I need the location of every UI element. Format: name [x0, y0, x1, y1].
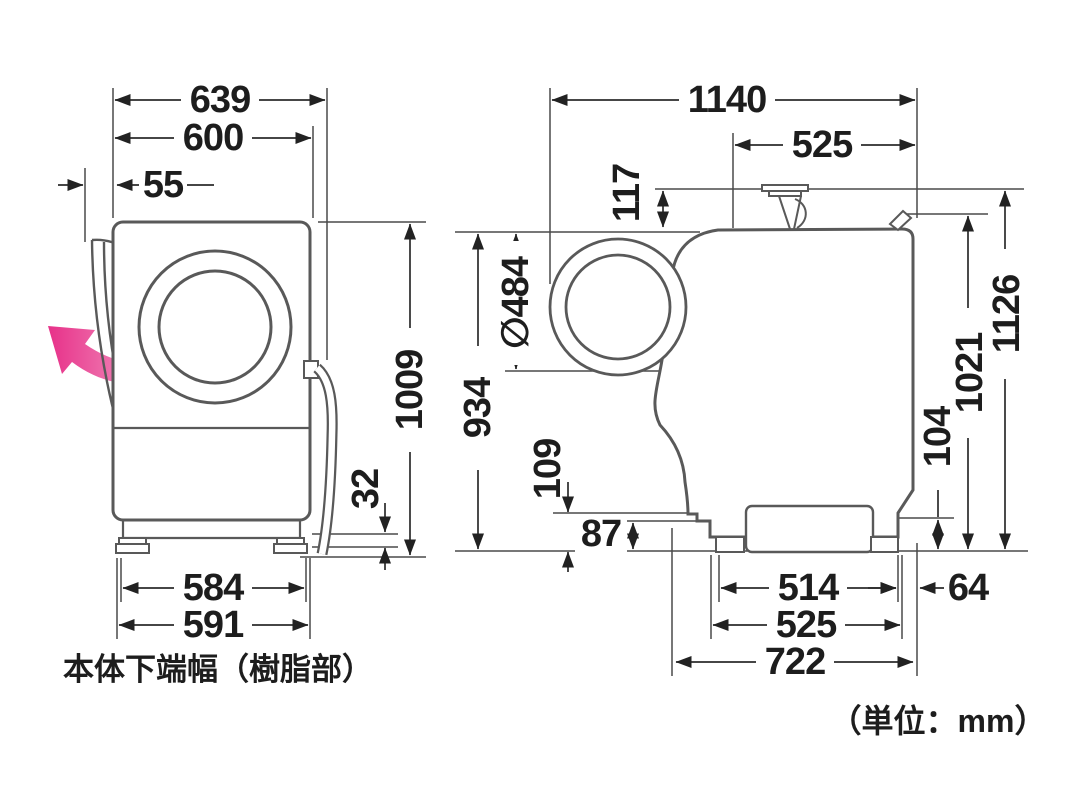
- units-note: （単位：mm）: [830, 703, 1047, 739]
- side-view: [548, 184, 915, 554]
- front-bottom-caption: 本体下端幅（樹脂部）: [63, 652, 373, 687]
- dim-side-top-depth: 525: [792, 124, 853, 166]
- dim-side-front-height: 934: [457, 377, 499, 438]
- side-body-outline: [653, 227, 915, 539]
- label-masks: [139, 80, 1027, 682]
- side-feet: [715, 536, 899, 553]
- dimension-labels: 639 600 55 1009 32 584 591 本体下端幅（樹脂部） 11…: [63, 79, 1046, 739]
- dim-side-body-height: 1021: [949, 332, 991, 413]
- dim-bottom-width: 591: [183, 604, 244, 646]
- front-door-glass: [157, 269, 273, 385]
- front-base-band: [121, 520, 302, 540]
- dim-base-front-clearance: 87: [581, 513, 621, 555]
- dim-rear-clearance: 104: [917, 406, 959, 467]
- front-feet: [115, 537, 308, 554]
- dim-door-protrusion: 55: [143, 164, 184, 206]
- dim-bottom-width-resin-inner: 584: [183, 567, 244, 609]
- side-base-box: [744, 504, 875, 554]
- front-view: [48, 220, 338, 556]
- dim-front-total-width: 639: [190, 79, 250, 121]
- drain-hose-inner: [314, 365, 336, 555]
- dim-front-body-width: 600: [183, 117, 243, 159]
- dim-feet-depth: 514: [778, 567, 839, 609]
- rear-clip-icon: [888, 209, 913, 232]
- dim-side-total-depth: 1140: [688, 79, 766, 121]
- side-door-bulge-inner: [564, 253, 672, 361]
- dim-base-depth: 525: [776, 604, 837, 646]
- side-door-bulge-outer: [548, 237, 688, 377]
- dim-front-body-height: 1009: [389, 350, 431, 431]
- dim-side-body-depth: 722: [765, 641, 825, 683]
- dim-front-clearance: 109: [527, 439, 569, 499]
- dim-front-base-height: 32: [345, 469, 387, 509]
- water-inlet-icon: [761, 184, 809, 230]
- dim-rear-offset: 64: [948, 567, 989, 609]
- front-door-outer-ring: [137, 249, 293, 405]
- dim-door-diameter: ∅484: [495, 256, 537, 349]
- dim-side-total-height: 1126: [986, 275, 1028, 353]
- dim-inlet-height: 117: [606, 164, 648, 222]
